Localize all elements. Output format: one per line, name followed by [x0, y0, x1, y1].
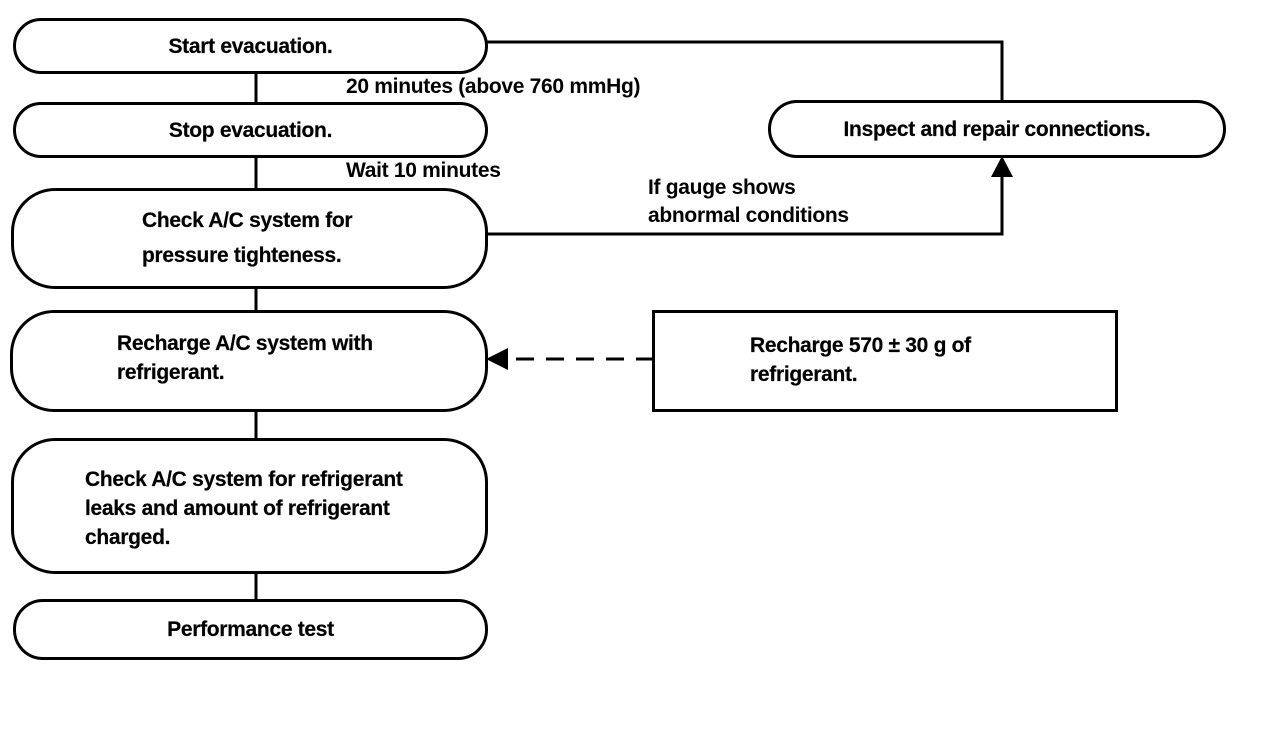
abnormal-label-line2: abnormal conditions	[648, 204, 849, 227]
step-label-line1: Recharge A/C system with	[117, 332, 373, 355]
step-label: Performance test	[167, 618, 334, 641]
note-line2: refrigerant.	[750, 363, 858, 386]
step-stop-evacuation: Stop evacuation.	[13, 102, 488, 158]
note-line1: Recharge 570 ± 30 g of	[750, 334, 971, 357]
step-label-line1: Check A/C system for	[142, 209, 353, 232]
step-check-leaks: Check A/C system for refrigerant leaks a…	[11, 438, 488, 574]
evacuation-duration-label: 20 minutes (above 760 mmHg)	[346, 75, 641, 98]
recharge-amount-note: Recharge 570 ± 30 g of refrigerant.	[652, 310, 1118, 412]
step-recharge-system: Recharge A/C system with refrigerant.	[10, 310, 488, 412]
connector-start-inspect	[486, 40, 1004, 102]
step-label-line3: charged.	[85, 526, 171, 549]
step-label: Inspect and repair connections.	[843, 118, 1151, 141]
step-label-line1: Check A/C system for refrigerant	[85, 468, 403, 491]
step-label-line2: pressure tighteness.	[142, 244, 342, 267]
step-start-evacuation: Start evacuation.	[13, 18, 488, 74]
step-inspect-repair: Inspect and repair connections.	[768, 100, 1226, 158]
step-label-line2: refrigerant.	[117, 361, 225, 384]
step-performance-test: Performance test	[13, 599, 488, 660]
arrowhead-left	[486, 348, 508, 370]
wait-label: Wait 10 minutes	[346, 159, 501, 182]
step-label: Stop evacuation.	[168, 119, 333, 142]
step-label-line2: leaks and amount of refrigerant	[85, 497, 390, 520]
step-label: Start evacuation.	[168, 35, 333, 58]
abnormal-label-line1: If gauge shows	[648, 176, 796, 199]
step-check-pressure: Check A/C system for pressure tighteness…	[11, 188, 488, 289]
arrowhead-up	[991, 156, 1013, 177]
connector-abnormal-inspect	[486, 172, 1004, 236]
